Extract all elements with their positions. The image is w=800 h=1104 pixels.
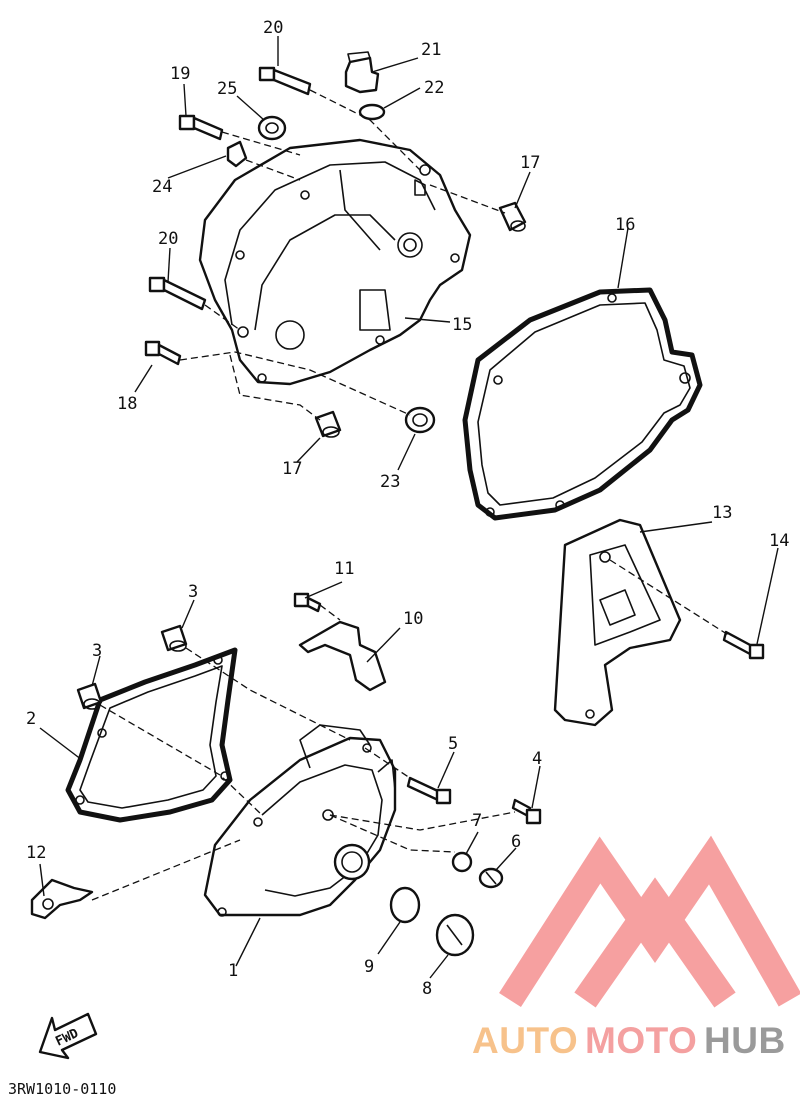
callout-2: 2	[26, 709, 36, 729]
bolt-part-20-lower	[148, 276, 207, 311]
forward-direction-arrow: FWD	[38, 1012, 98, 1060]
callout-5: 5	[448, 734, 458, 754]
dowel-pin-part-17-lower	[314, 410, 342, 438]
callout-19: 19	[170, 64, 190, 84]
callout-10: 10	[403, 609, 423, 629]
callout-1: 1	[228, 961, 238, 981]
automotohub-watermark: AUTO MOTO HUB	[472, 835, 800, 1061]
callout-15: 15	[452, 315, 472, 335]
callout-3-right: 3	[188, 582, 198, 602]
callout-21: 21	[421, 40, 441, 60]
oil-filler-cap-part-21	[344, 51, 380, 94]
crankcase-cover-part-1	[203, 724, 397, 917]
callout-4: 4	[532, 749, 542, 769]
bolt-part-14	[722, 630, 765, 660]
clamp-part-10	[298, 620, 387, 692]
watermark-word-auto: AUTO	[472, 1020, 578, 1061]
clip-part-24	[226, 140, 248, 168]
callout-16: 16	[615, 215, 635, 235]
dowel-pin-part-3-left	[76, 682, 103, 710]
o-ring-part-7	[451, 851, 473, 873]
callout-22: 22	[424, 78, 444, 98]
callout-24: 24	[152, 177, 172, 197]
plug-part-8	[435, 913, 475, 957]
watermark-word-moto: MOTO	[585, 1020, 697, 1061]
callout-7: 7	[472, 811, 482, 831]
oil-seal-part-25	[257, 115, 287, 141]
callout-13: 13	[712, 503, 732, 523]
dowel-pin-part-17-upper	[498, 201, 527, 232]
sprocket-cover-part-13	[553, 518, 682, 727]
leader-lines	[39, 36, 779, 979]
dowel-pin-part-3-right	[160, 624, 188, 652]
o-ring-part-9	[389, 886, 421, 924]
callout-25: 25	[217, 79, 237, 99]
callout-8: 8	[422, 979, 432, 999]
bolt-part-4	[511, 798, 542, 825]
oil-seal-part-23	[404, 406, 436, 434]
watermark-word-hub: HUB	[704, 1020, 786, 1061]
diagram-code: 3RW1010-0110	[8, 1080, 116, 1098]
alignment-dashed-lines	[91, 89, 731, 901]
crankcase-cover-part-15	[198, 138, 472, 386]
callout-17-lower: 17	[282, 459, 302, 479]
callout-23: 23	[380, 472, 400, 492]
callout-6: 6	[511, 832, 521, 852]
bolt-part-5	[406, 776, 452, 805]
bolt-part-18	[144, 340, 182, 366]
bolt-part-20-upper	[258, 66, 312, 96]
bolt-part-19	[178, 114, 224, 141]
callout-12: 12	[26, 843, 46, 863]
o-ring-part-22	[358, 103, 386, 121]
callout-labels: 20 21 22 25 19 24 17 16 20 15 18 17 23 1…	[26, 18, 789, 999]
callout-11: 11	[334, 559, 354, 579]
gasket-part-16	[462, 287, 703, 521]
plug-part-6	[478, 867, 504, 889]
callout-17-upper: 17	[520, 153, 540, 173]
callout-18: 18	[117, 394, 137, 414]
callout-9: 9	[364, 957, 374, 977]
callout-3-left: 3	[92, 641, 102, 661]
watermark-mark	[499, 835, 800, 1008]
callout-14: 14	[769, 531, 789, 551]
callout-20-upper: 20	[263, 18, 283, 38]
bolt-part-11	[293, 592, 322, 613]
clip-part-12	[30, 878, 94, 920]
callout-20-lower: 20	[158, 229, 178, 249]
